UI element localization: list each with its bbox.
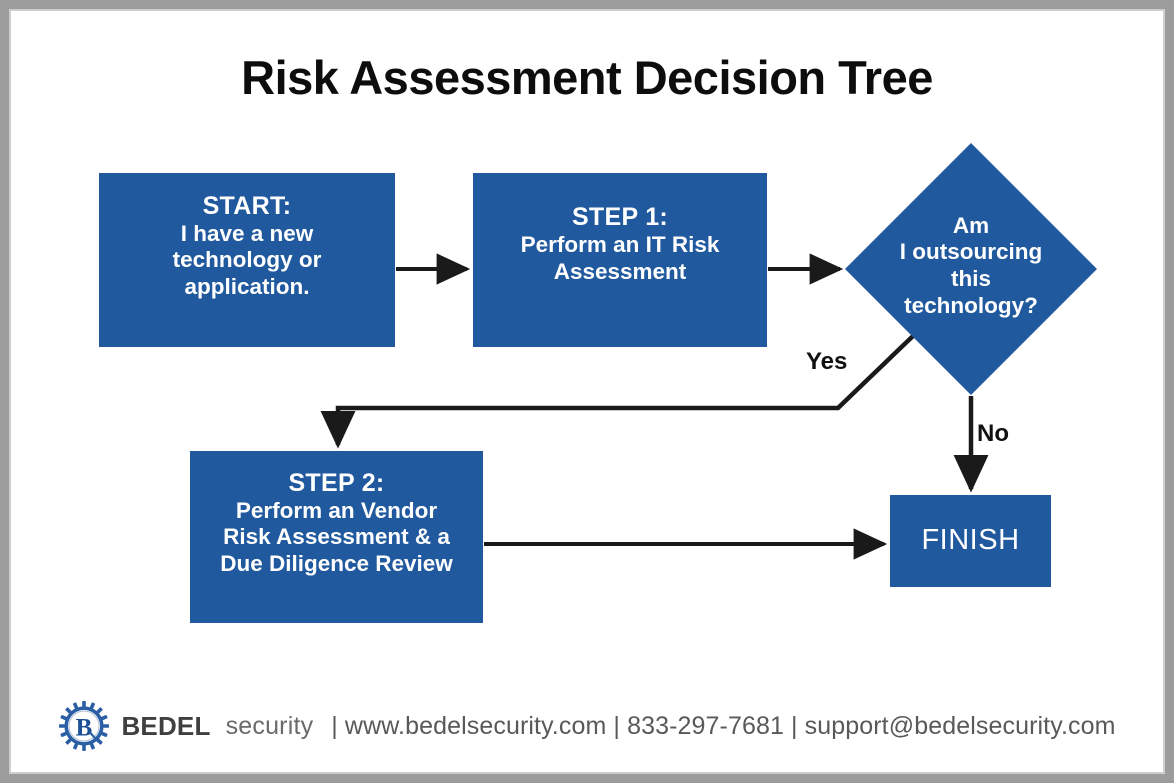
svg-text:B: B [76,715,93,742]
node-decision-outsourcing[interactable]: Am I outsourcing this technology? [845,143,1097,395]
node-step-2-heading: STEP 2: [288,468,385,497]
edge-label-no: No [977,420,1009,447]
node-step-2[interactable]: STEP 2: Perform an Vendor Risk Assessmen… [190,451,483,623]
node-decision-line-3: this [950,266,991,291]
node-step-1[interactable]: STEP 1: Perform an IT Risk Assessment [473,173,767,347]
node-step-2-line-2: Risk Assessment & a [223,524,450,550]
node-start[interactable]: START: I have a new technology or applic… [99,173,395,347]
footer-brand-bold: BEDEL [121,710,211,741]
node-step-2-line-1: Perform an Vendor [235,498,438,524]
footer-brand-light: security [225,711,314,740]
node-decision-line-2: I outsourcing [899,239,1043,265]
node-start-heading: START: [202,191,292,220]
bedel-gear-b-logo-icon: B [59,701,110,751]
node-finish-label: FINISH [921,524,1020,557]
node-decision-line-4: technology? [904,292,1038,318]
node-start-line-1: I have a new [180,221,314,247]
node-step-1-text: STEP 1: Perform an IT Risk Assessment [473,203,767,285]
footer: B BEDEL security | www.bedelsecurity.com… [0,700,1174,752]
node-step-2-line-3: Due Diligence Review [220,550,453,576]
node-finish[interactable]: FINISH [890,495,1051,587]
node-step-2-text: STEP 2: Perform an Vendor Risk Assessmen… [190,469,483,577]
node-step-1-line-2: Assessment [553,258,687,284]
node-start-line-3: application. [184,273,310,299]
edge-label-yes: Yes [806,348,848,375]
footer-contact-line: | www.bedelsecurity.com | 833-297-7681 |… [331,711,1116,740]
node-step-1-line-1: Perform an IT Risk [520,232,720,258]
node-start-text: START: I have a new technology or applic… [99,192,395,300]
node-step-1-heading: STEP 1: [571,203,669,232]
node-start-line-2: technology or [172,247,322,273]
page-title: Risk Assessment Decision Tree [241,51,933,104]
node-decision-text: Am I outsourcing this technology? [845,140,1097,392]
node-decision-line-1: Am [952,212,990,238]
